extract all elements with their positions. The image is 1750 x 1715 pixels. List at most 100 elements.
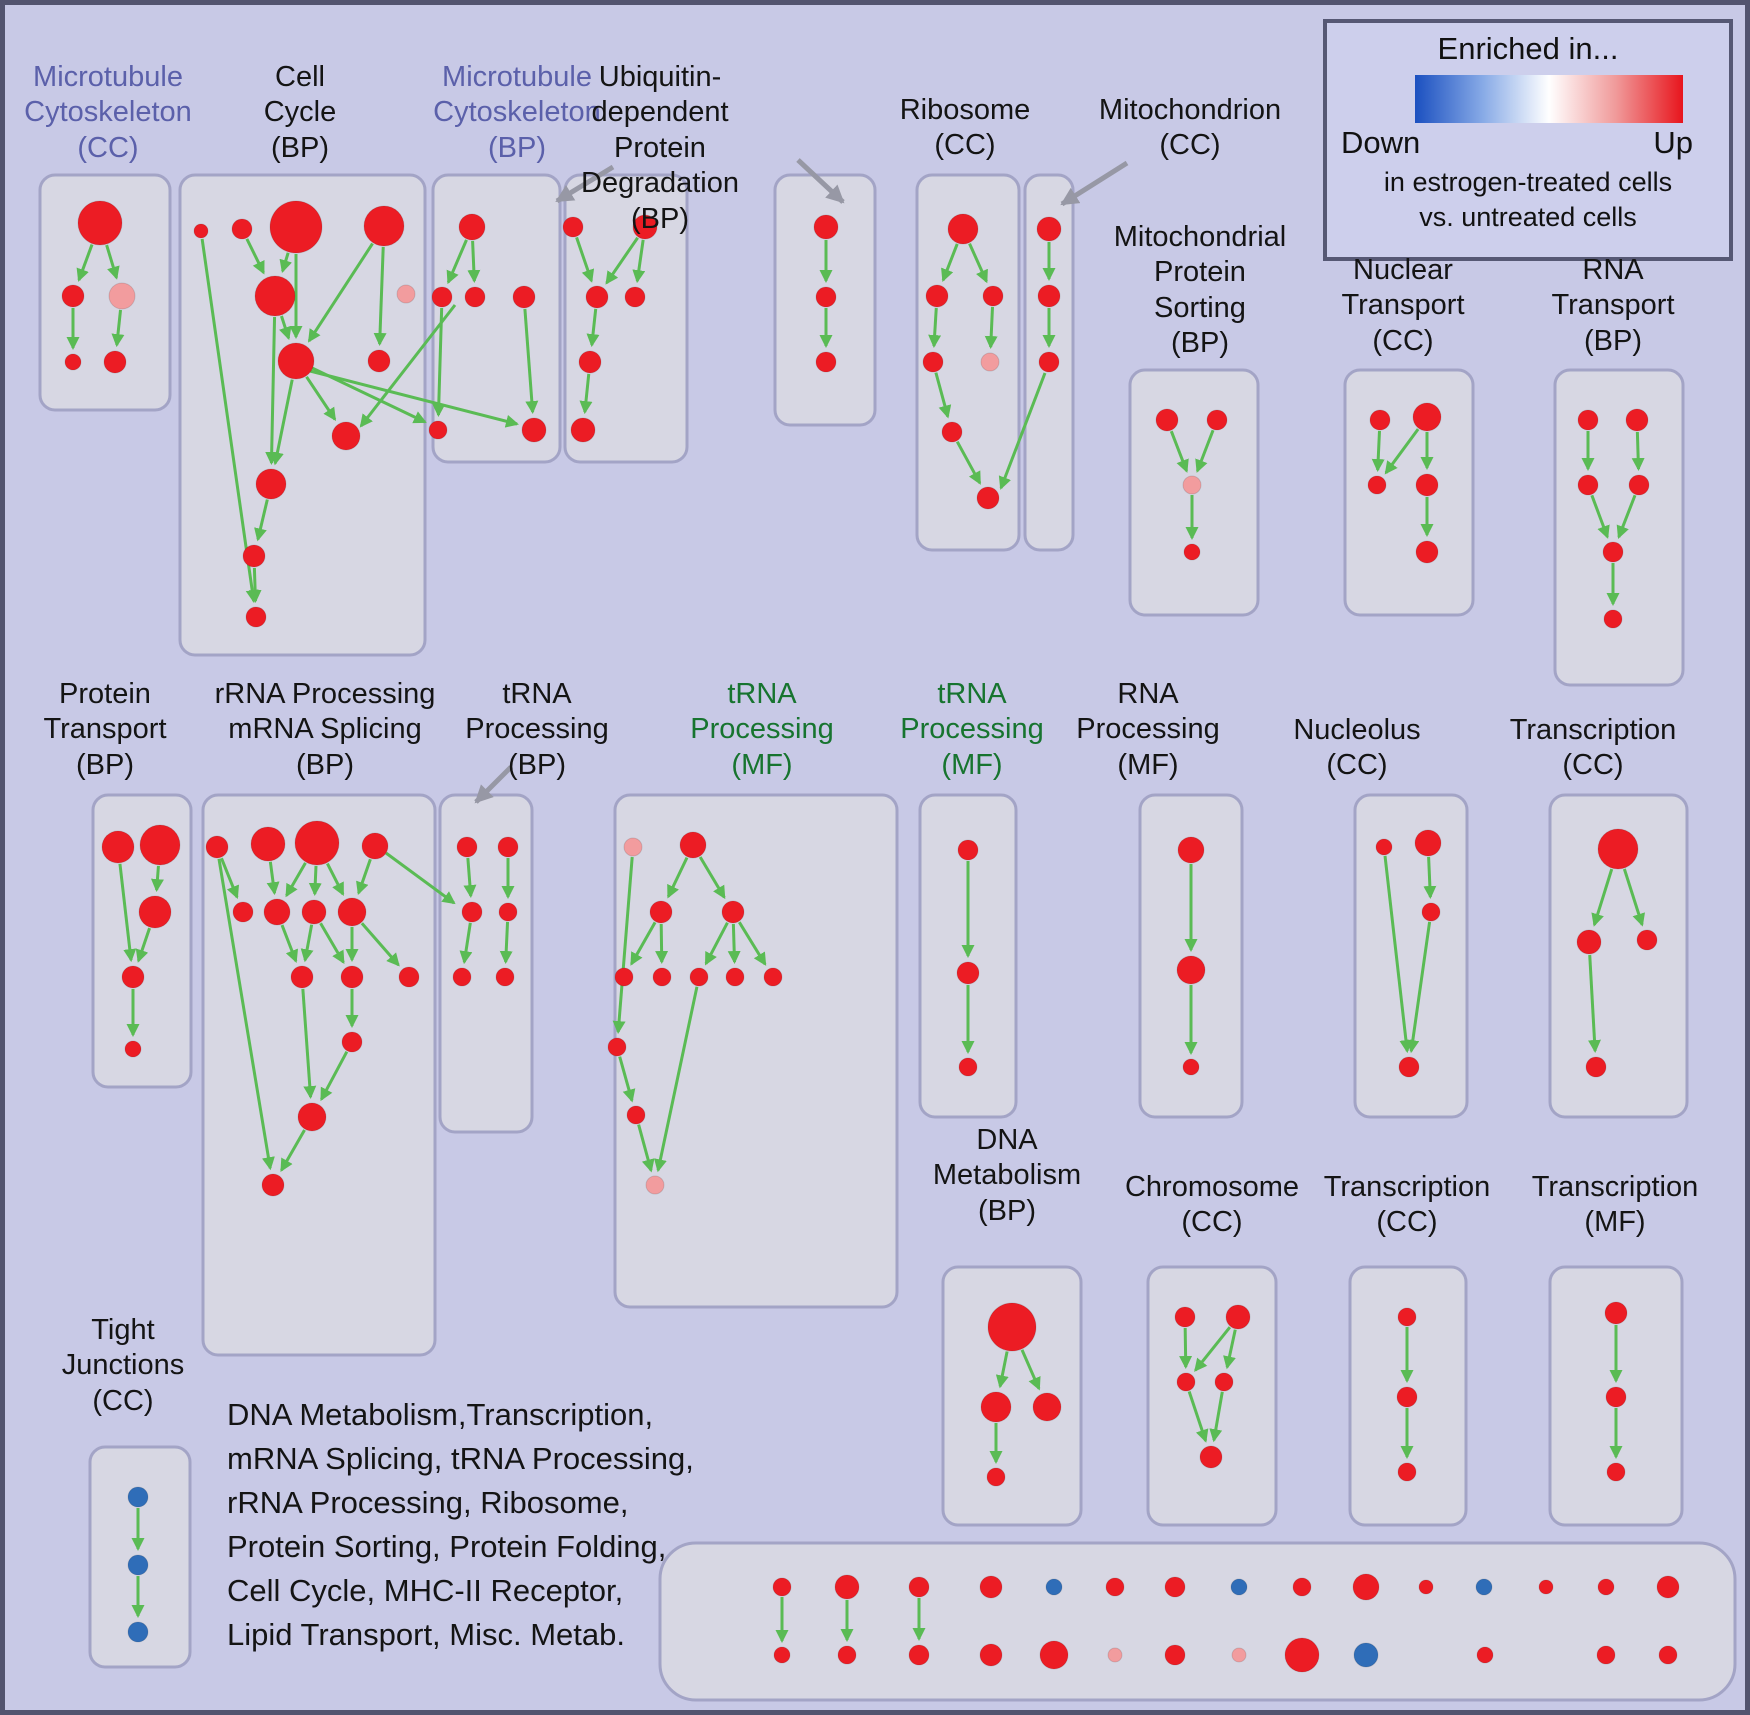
transcription-cc-1-node-2: [1636, 929, 1658, 951]
trna-processing-mf-1-node-9: [607, 1037, 627, 1057]
cell-cycle-bp-edge: [254, 499, 269, 542]
tight-junctions-cc-node-1: [127, 1554, 149, 1576]
cell-cycle-bp-edge: [271, 379, 294, 466]
cell-cycle-bp-node-7: [367, 349, 391, 373]
cell-cycle-bp-edge: [279, 315, 292, 341]
microtubule-cytoskeleton-bp-edge: [432, 307, 446, 418]
label-pointer-arrow: [474, 765, 513, 804]
microtubule-cytoskeleton-bp-node-5: [521, 417, 547, 443]
microtubule-cytoskeleton-cc-node-0: [77, 200, 123, 246]
chromosome-cc-edge: [1179, 1327, 1193, 1370]
nuclear-transport-cc-box: [1343, 368, 1475, 617]
legend-title: Enriched in...: [1437, 31, 1619, 66]
microtubule-cytoskeleton-cc-edge: [111, 309, 125, 348]
nucleolus-cc-node-0: [1375, 838, 1393, 856]
nuclear-transport-cc-edge: [1384, 428, 1420, 475]
ribosome-cc-node-5: [941, 421, 963, 443]
transcription-cc-1-edge: [1622, 868, 1645, 927]
nuclear-transport-cc-node-1: [1412, 402, 1442, 432]
dna-metabolism-bp-edge: [995, 1351, 1009, 1389]
cell-cycle-bp-node-8: [331, 421, 361, 451]
dna-metabolism-bp-node-2: [1032, 1392, 1062, 1422]
rrna-processing-mrna-splicing-bp-node-12: [297, 1102, 327, 1132]
chromosome-cc-node-3: [1214, 1372, 1234, 1392]
misc-cluster-node-26: [1596, 1645, 1616, 1665]
nuclear-transport-cc-node-2: [1367, 475, 1387, 495]
microtubule-cytoskeleton-bp-edge: [523, 308, 539, 415]
ubiquitin-degradation-bp-2-node-0: [813, 214, 839, 240]
chromosome-cc-edge: [1223, 1329, 1237, 1370]
cross-edge: [385, 851, 456, 905]
trna-processing-bp-node-4: [452, 967, 472, 987]
rrna-processing-mrna-splicing-bp-node-0: [205, 835, 229, 859]
rrna-processing-mrna-splicing-bp-node-8: [290, 965, 314, 989]
microtubule-cytoskeleton-bp-node-3: [512, 285, 536, 309]
chromosome-cc-edge: [1209, 1391, 1224, 1443]
ubiquitin-degradation-bp-node-2: [585, 285, 609, 309]
ribosome-cc-node-3: [922, 351, 944, 373]
microtubule-cytoskeleton-bp-node-4: [428, 420, 448, 440]
ubiquitin-degradation-bp-2-node-1: [815, 286, 837, 308]
misc-cluster-node-16: [837, 1645, 857, 1665]
dna-metabolism-bp-edge: [1020, 1349, 1041, 1391]
rna-processing-mf-node-0: [1177, 836, 1205, 864]
chromosome-cc-node-1: [1225, 1304, 1251, 1330]
ribosome-cc-edge: [955, 440, 982, 485]
rrna-processing-mrna-splicing-bp-box: [201, 793, 437, 1357]
trna-processing-bp-edge: [499, 921, 513, 965]
ribosome-cc-node-0: [947, 213, 979, 245]
microtubule-cytoskeleton-bp-node-2: [464, 286, 486, 308]
ribosome-cc-node-6: [976, 486, 1000, 510]
legend-up-label: Up: [1653, 125, 1693, 160]
rrna-processing-mrna-splicing-bp-edge: [285, 862, 307, 898]
misc-cluster-node-4: [1045, 1578, 1063, 1596]
cell-cycle-bp-node-6: [277, 342, 315, 380]
trna-processing-mf-1-node-1: [679, 831, 707, 859]
transcription-mf-node-2: [1606, 1462, 1626, 1482]
mitochondrial-protein-sorting-bp-node-0: [1155, 408, 1179, 432]
cell-cycle-bp-node-5: [396, 284, 416, 304]
misc-cluster-node-6: [1164, 1576, 1186, 1598]
protein-transport-bp-edge: [150, 865, 164, 893]
chromosome-cc-edge: [1194, 1326, 1232, 1372]
misc-cluster-node-0: [772, 1577, 792, 1597]
rrna-processing-mrna-splicing-bp-node-11: [341, 1031, 363, 1053]
nuclear-transport-cc-node-3: [1415, 473, 1439, 497]
nucleolus-cc-edge: [1406, 921, 1432, 1054]
microtubule-cytoskeleton-cc-node-3: [64, 353, 82, 371]
protein-transport-bp-edge: [135, 927, 151, 963]
tight-junctions-cc-node-2: [127, 1621, 149, 1643]
protein-transport-bp-node-1: [139, 824, 181, 866]
rrna-processing-mrna-splicing-bp-edge: [319, 922, 345, 965]
trna-processing-mf-1-edge: [630, 921, 657, 966]
rna-transport-bp-box: [1553, 368, 1685, 687]
trna-processing-mf-1-node-11: [645, 1175, 665, 1195]
cell-cycle-bp-edge: [245, 238, 265, 275]
misc-cluster-node-1: [834, 1574, 860, 1600]
misc-cluster-node-2: [908, 1576, 930, 1598]
rna-processing-mf-node-1: [1176, 955, 1206, 985]
nuclear-transport-cc-edge: [1371, 430, 1385, 473]
rrna-processing-mrna-splicing-bp-edge: [280, 924, 299, 963]
transcription-cc-1-node-1: [1576, 929, 1602, 955]
misc-cluster-node-9: [1352, 1573, 1380, 1601]
ribosome-cc-edge: [941, 243, 959, 283]
rrna-processing-mrna-splicing-bp-node-3: [361, 832, 389, 860]
cell-cycle-bp-node-3: [363, 205, 405, 247]
mitochondrial-protein-sorting-bp-node-2: [1182, 475, 1202, 495]
microtubule-cytoskeleton-cc-edge: [105, 244, 120, 280]
rrna-processing-mrna-splicing-bp-edge: [320, 1051, 349, 1102]
ubiquitin-degradation-bp-edge: [632, 239, 646, 284]
misc-cluster-caption: DNA Metabolism,Transcription, mRNA Splic…: [227, 1397, 694, 1653]
microtubule-cytoskeleton-bp-node-1: [431, 286, 453, 308]
misc-cluster-box: [658, 1541, 1737, 1702]
microtubule-cytoskeleton-cc-node-2: [108, 282, 136, 310]
transcription-cc-2-node-0: [1397, 1307, 1417, 1327]
microtubule-cytoskeleton-bp-node-0: [458, 213, 486, 241]
chromosome-cc-box: [1146, 1265, 1278, 1527]
cell-cycle-bp-node-9: [255, 468, 287, 500]
rrna-processing-mrna-splicing-bp-edge: [360, 922, 400, 967]
trna-processing-mf-1-edge: [704, 921, 729, 966]
ubiquitin-degradation-bp-node-0: [562, 216, 584, 238]
